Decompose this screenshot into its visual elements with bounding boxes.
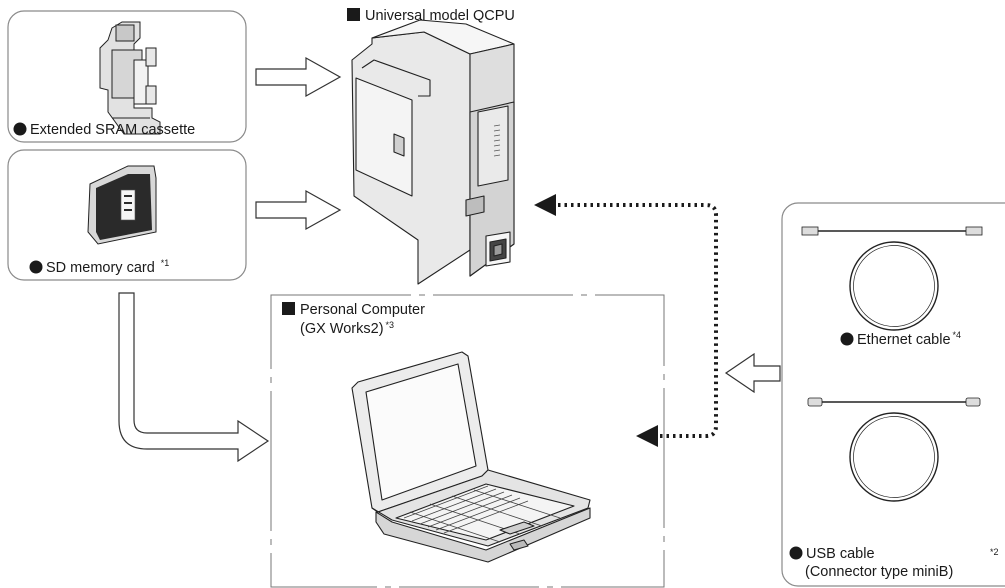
svg-text:Universal model QCPU: Universal model QCPU (365, 8, 515, 24)
qcpu-title: Universal model QCPU (347, 8, 515, 24)
sram-cassette-icon (99, 21, 161, 135)
connection-line-to-pc (636, 360, 718, 447)
bullet-icon (13, 122, 27, 136)
pc-frame: Personal Computer (GX Works2)*3 (270, 294, 665, 588)
sd-card-panel: SD memory card*1 (7, 149, 247, 281)
usb-cable-icon (807, 397, 981, 502)
ethernet-cable-icon (801, 226, 983, 331)
usb-note: *2 (990, 547, 999, 557)
hollow-arrow-sram-to-cpu (255, 56, 342, 98)
laptop-pc-icon (351, 351, 591, 563)
pc-title: Personal Computer (300, 302, 425, 318)
sd-card-icon (87, 165, 157, 245)
sram-cassette-panel: Extended SRAM cassette (7, 10, 247, 143)
sram-label: Extended SRAM cassette (30, 122, 195, 138)
hollow-arrow-cables-to-link (724, 352, 781, 394)
qcpu-module-icon (351, 19, 515, 285)
bullet-icon (789, 546, 803, 560)
bullet-icon (840, 332, 854, 346)
cables-panel: Ethernet cable*4 USB cable (Connector ty… (781, 202, 1005, 587)
hollow-arrow-sd-to-pc (118, 292, 270, 463)
ethernet-label: Ethernet cable*4 (857, 330, 961, 348)
sd-label: SD memory card*1 (46, 258, 169, 276)
usb-label: USB cable (806, 546, 875, 562)
usb-sublabel: (Connector type miniB) (805, 564, 953, 580)
bullet-icon (29, 260, 43, 274)
hollow-arrow-sd-to-cpu (255, 189, 342, 231)
connection-line-to-cpu (534, 194, 718, 360)
pc-subtitle: (GX Works2)*3 (300, 320, 394, 337)
